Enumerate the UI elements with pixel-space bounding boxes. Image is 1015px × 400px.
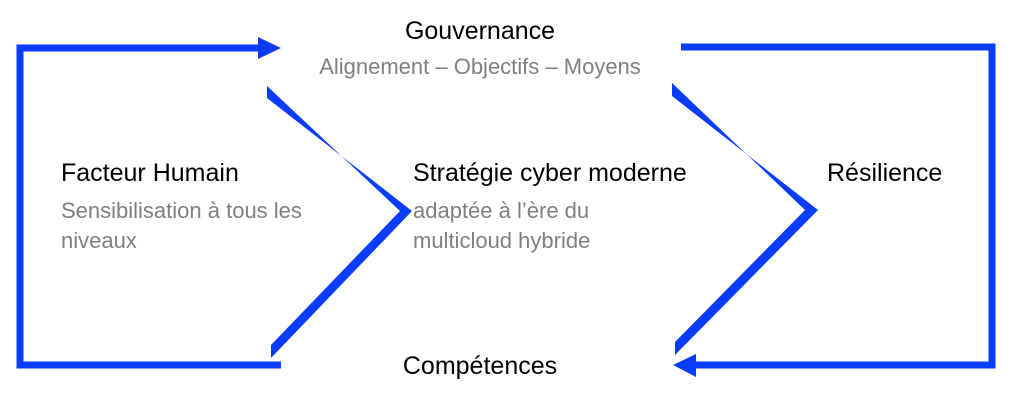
strategy-title: Stratégie cyber moderne: [413, 159, 687, 187]
governance-subtitle: Alignement – Objectifs – Moyens: [319, 54, 641, 79]
resilience-title: Résilience: [827, 159, 943, 187]
skills-title: Compétences: [402, 352, 558, 380]
human-factor-title: Facteur Humain: [61, 159, 239, 187]
governance-title: Gouvernance: [404, 17, 556, 45]
strategy-subtitle-line2: multicloud hybride: [413, 228, 591, 253]
human-factor-subtitle-line1: Sensibilisation à tous les: [61, 198, 302, 223]
left-bracket-arrow-icon: [16, 37, 281, 369]
strategy-subtitle-line1: adaptée à l’ère du: [413, 198, 590, 223]
chevron-right-icon: [672, 83, 818, 355]
human-factor-subtitle-line2: niveaux: [61, 228, 137, 253]
right-bracket-arrow-icon: [673, 43, 996, 377]
